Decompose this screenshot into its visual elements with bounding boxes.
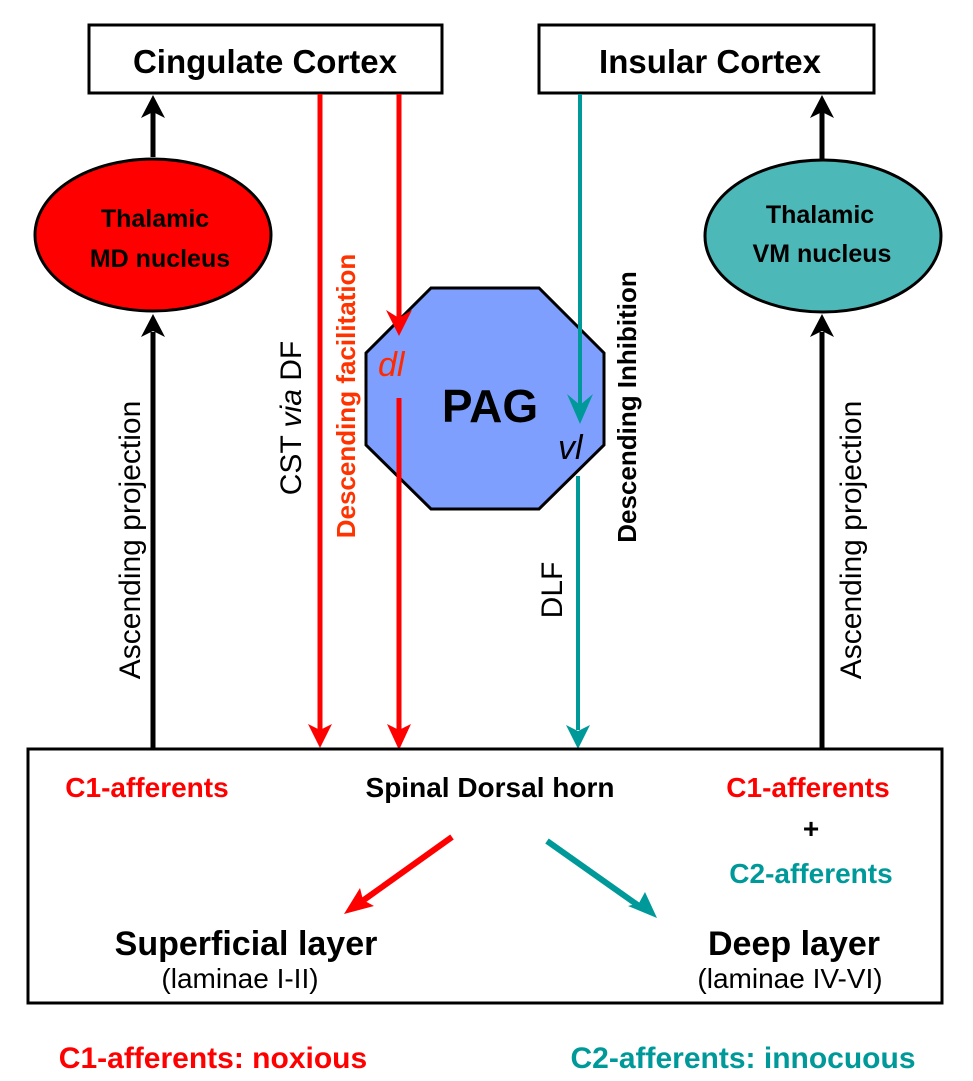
deep-layer-sub: (laminae IV-VI) xyxy=(697,963,882,994)
vm-nucleus-node: Thalamic VM nucleus xyxy=(703,158,943,314)
ascending-projection-left-label: Ascending projection xyxy=(114,401,147,680)
vm-nucleus-label-line2: VM nucleus xyxy=(753,240,892,268)
ascending-arrow-left-upper xyxy=(141,95,165,157)
insular-to-pag-vl-arrow xyxy=(567,94,593,424)
dlf-label: DLF xyxy=(536,562,569,619)
superficial-layer-sub: (laminae I-II) xyxy=(161,963,318,994)
pag-label: PAG xyxy=(442,380,538,432)
cst-via-df-label: CST via DF xyxy=(275,341,308,495)
descending-facilitation-label: Descending facilitation xyxy=(331,254,361,539)
insular-cortex-node: Insular Cortex xyxy=(537,23,876,95)
cingulate-cortex-label: Cingulate Cortex xyxy=(133,43,398,80)
cst-prefix: CST xyxy=(275,427,308,495)
left-c1-afferents-label: C1-afferents xyxy=(65,772,228,803)
pag-node: PAG dl vl xyxy=(364,286,606,511)
md-nucleus-label-line1: Thalamic xyxy=(101,205,209,233)
legend-c1-noxious: C1-afferents: noxious xyxy=(59,1042,367,1075)
right-c1-afferents-label: C1-afferents xyxy=(726,772,889,803)
pag-vl-to-spinal-arrow xyxy=(566,476,590,749)
cst-via: via xyxy=(275,389,308,427)
pag-dl-label: dl xyxy=(378,346,406,384)
vm-nucleus-label-line1: Thalamic xyxy=(766,201,874,229)
insular-cortex-label: Insular Cortex xyxy=(599,43,822,80)
to-deep-layer-arrow xyxy=(545,838,657,918)
plus-sign: + xyxy=(803,813,819,844)
ascending-arrow-left-lower xyxy=(141,314,165,749)
deep-layer-title: Deep layer xyxy=(708,925,880,963)
to-superficial-layer-arrow xyxy=(344,834,454,914)
pag-dl-to-spinal-arrow xyxy=(387,398,411,750)
ascending-arrow-right-lower xyxy=(810,314,834,749)
right-c2-afferents-label: C2-afferents xyxy=(729,858,892,889)
cst-descending-arrow xyxy=(308,94,332,748)
spinal-dorsal-horn-title: Spinal Dorsal horn xyxy=(366,772,615,803)
md-nucleus-label-line2: MD nucleus xyxy=(90,245,230,273)
cingulate-cortex-node: Cingulate Cortex xyxy=(87,23,444,95)
spinal-dorsal-horn-box: C1-afferents Spinal Dorsal horn C1-affer… xyxy=(26,747,944,1005)
cst-suffix: DF xyxy=(275,341,308,389)
pag-vl-label: vl xyxy=(558,429,584,467)
ascending-projection-right-label: Ascending projection xyxy=(835,401,868,680)
ascending-arrow-right-upper xyxy=(810,95,834,160)
md-nucleus-node: Thalamic MD nucleus xyxy=(33,157,273,313)
cingulate-to-pag-dl-arrow xyxy=(386,94,412,336)
legend-c2-innocuous: C2-afferents: innocuous xyxy=(570,1042,915,1075)
superficial-layer-title: Superficial layer xyxy=(115,925,378,963)
descending-inhibition-label: Descending Inhibition xyxy=(612,271,642,543)
